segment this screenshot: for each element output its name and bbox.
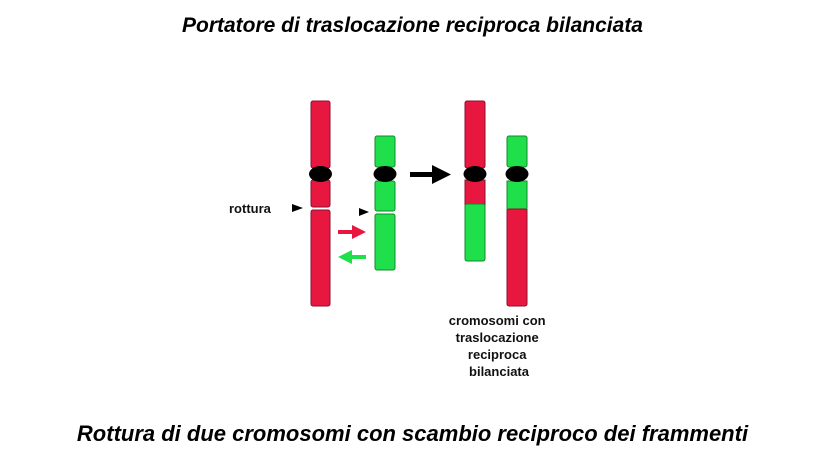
derivative-green-long-arm-red-segment bbox=[506, 208, 528, 307]
break-pointer-red bbox=[292, 204, 303, 212]
red-chromosome-long-arm-lower bbox=[310, 209, 331, 307]
red-chromosome-centromere bbox=[309, 166, 332, 182]
derivative-green-short-arm bbox=[506, 135, 528, 168]
green-exchange-arrow bbox=[338, 250, 366, 264]
result-label: cromosomi con traslocazione reciproca bi… bbox=[449, 313, 549, 379]
result-label-line: bilanciata bbox=[469, 364, 530, 379]
red-chromosome-long-arm-upper bbox=[310, 179, 331, 208]
derivative-red-short-arm bbox=[464, 100, 486, 169]
derivative-red-long-arm-green-segment bbox=[464, 203, 486, 262]
derivative-green-centromere bbox=[505, 166, 529, 182]
result-label-line: traslocazione bbox=[456, 330, 539, 345]
red-chromosome-short-arm bbox=[310, 100, 331, 169]
break-label: rottura bbox=[229, 201, 272, 216]
derivative-red-centromere bbox=[463, 166, 487, 182]
page-title: Portatore di traslocazione reciproca bil… bbox=[182, 14, 643, 37]
result-label-line: reciproca bbox=[468, 347, 527, 362]
result-label-line: cromosomi con bbox=[449, 313, 546, 328]
transform-arrow bbox=[410, 165, 451, 184]
green-chromosome-short-arm bbox=[374, 135, 396, 168]
original-red-chromosome bbox=[309, 100, 332, 307]
derivative-red-chromosome bbox=[463, 100, 487, 262]
derivative-green-long-arm-green-segment bbox=[506, 180, 528, 211]
original-green-chromosome bbox=[373, 135, 397, 271]
green-chromosome-centromere bbox=[373, 166, 397, 182]
derivative-red-long-arm-red-segment bbox=[464, 179, 486, 206]
caption: Rottura di due cromosomi con scambio rec… bbox=[76, 421, 749, 446]
derivative-green-chromosome bbox=[505, 135, 529, 307]
green-chromosome-long-arm-lower bbox=[374, 213, 396, 271]
red-exchange-arrow bbox=[338, 225, 366, 239]
green-chromosome-long-arm-upper bbox=[374, 180, 396, 212]
break-pointer-green bbox=[359, 208, 369, 216]
